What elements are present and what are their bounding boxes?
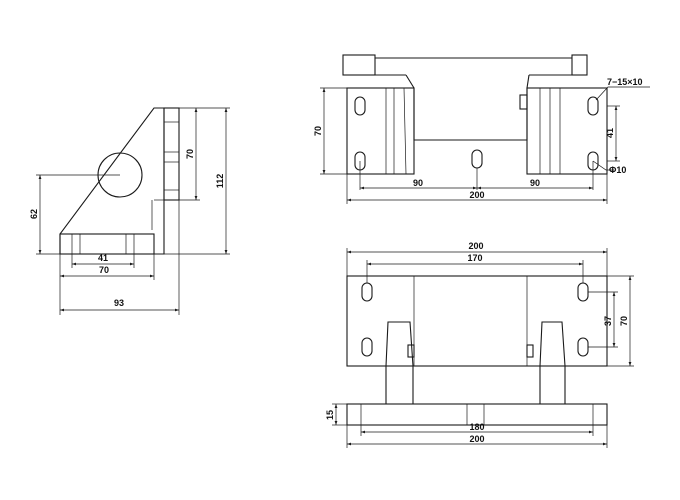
top-slot-top-right bbox=[577, 282, 589, 302]
slot-callout-label: 7−15×10 bbox=[607, 77, 643, 87]
slot-callout-leader bbox=[595, 86, 650, 101]
front-u-body bbox=[405, 74, 530, 141]
hole-callout-leader bbox=[592, 160, 614, 171]
top-upright-left bbox=[385, 321, 414, 367]
top-dim-180-bottom: 180 bbox=[469, 422, 484, 432]
side-dim-62-vertical: 62 bbox=[29, 209, 39, 219]
front-slot-top-right bbox=[587, 96, 599, 116]
side-dim-41-horizontal: 41 bbox=[98, 253, 108, 263]
top-dim-170-top: 170 bbox=[467, 253, 482, 263]
front-right-plate bbox=[526, 87, 608, 175]
front-dim-41-vertical: 41 bbox=[605, 128, 615, 138]
top-base-plate bbox=[346, 403, 608, 426]
side-dim-112-vertical: 112 bbox=[215, 174, 225, 189]
top-upright-right bbox=[539, 321, 566, 367]
top-slot-bottom-left bbox=[361, 337, 373, 357]
front-top-plate-right bbox=[571, 54, 588, 76]
top-dim-37-vertical: 37 bbox=[603, 316, 613, 326]
front-dim-90-left: 90 bbox=[413, 178, 423, 188]
front-dim-200-bottom: 200 bbox=[469, 190, 484, 200]
top-slot-bottom-right bbox=[577, 337, 589, 357]
side-dim-70-horizontal: 70 bbox=[99, 265, 109, 275]
front-left-plate bbox=[346, 87, 415, 175]
top-dim-200-bottom: 200 bbox=[469, 434, 484, 444]
hole-callout-label: Φ10 bbox=[609, 165, 626, 175]
front-dim-70-vertical: 70 bbox=[313, 126, 323, 136]
top-main-plate bbox=[346, 275, 608, 367]
front-top-plate-left bbox=[342, 54, 376, 76]
front-dim-90-right: 90 bbox=[530, 178, 540, 188]
side-base bbox=[59, 233, 155, 255]
top-view: 200 170 37 70 15 180 200 bbox=[325, 241, 634, 448]
front-slot-bottom-center bbox=[471, 149, 483, 169]
front-slot-top-left bbox=[354, 96, 366, 116]
top-dim-200-top: 200 bbox=[468, 241, 483, 251]
side-view: 70 112 62 41 70 93 bbox=[29, 107, 230, 315]
side-plate bbox=[163, 107, 180, 201]
top-dim-70-vertical: 70 bbox=[619, 316, 629, 326]
side-dim-70-vertical: 70 bbox=[185, 149, 195, 159]
side-dim-93-horizontal: 93 bbox=[114, 298, 124, 308]
front-view: 70 41 90 90 200 7−15×10 Φ10 bbox=[313, 54, 650, 204]
top-slot-top-left bbox=[361, 282, 373, 302]
top-dim-15-vertical: 15 bbox=[325, 410, 335, 420]
side-view-outline bbox=[59, 107, 165, 255]
